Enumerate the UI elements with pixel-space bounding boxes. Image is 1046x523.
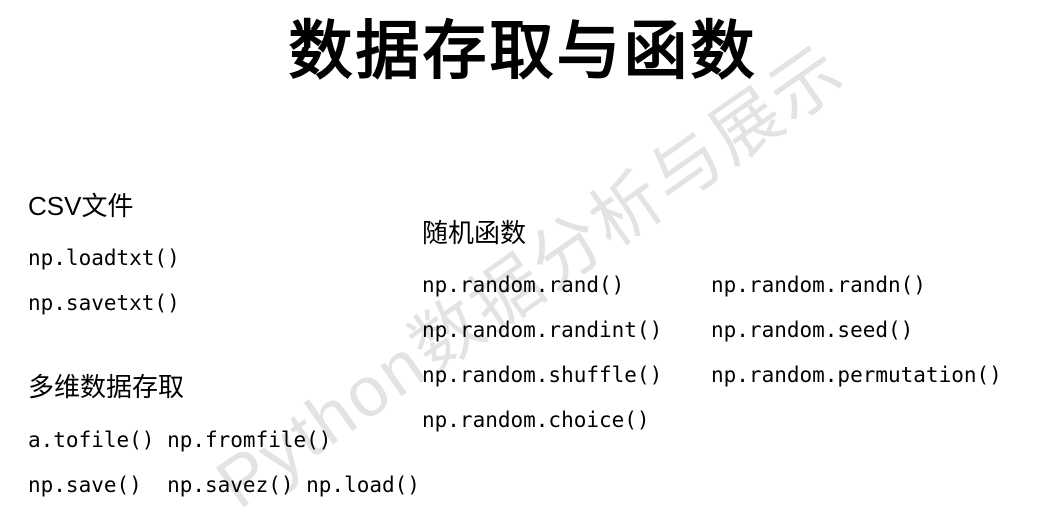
code-line-savetxt: np.savetxt() bbox=[28, 291, 180, 315]
code-line-loadtxt: np.loadtxt() bbox=[28, 246, 180, 270]
section-heading-random: 随机函数 bbox=[422, 218, 527, 248]
code-line-random-randint: np.random.randint() bbox=[422, 318, 663, 342]
random-row: np.random.choice() bbox=[422, 408, 711, 433]
code-line-random-permutation: np.random.permutation() bbox=[711, 363, 1002, 387]
code-line-save-savez-load: np.save() np.savez() np.load() bbox=[28, 473, 420, 497]
code-line-random-randn: np.random.randn() bbox=[711, 273, 926, 297]
section-heading-csv: CSV文件 bbox=[28, 191, 134, 221]
random-row: np.random.randint() np.random.seed() bbox=[422, 318, 913, 343]
code-line-random-shuffle: np.random.shuffle() bbox=[422, 363, 663, 387]
code-line-tofile-fromfile: a.tofile() np.fromfile() bbox=[28, 428, 332, 452]
code-line-random-rand: np.random.rand() bbox=[422, 273, 625, 297]
page-title: 数据存取与函数 bbox=[288, 15, 758, 87]
section-heading-multidim: 多维数据存取 bbox=[28, 372, 185, 402]
random-row: np.random.rand() np.random.randn() bbox=[422, 273, 926, 298]
random-row: np.random.shuffle() np.random.permutatio… bbox=[422, 363, 1002, 388]
code-line-random-seed: np.random.seed() bbox=[711, 318, 914, 342]
code-line-random-choice: np.random.choice() bbox=[422, 408, 650, 432]
